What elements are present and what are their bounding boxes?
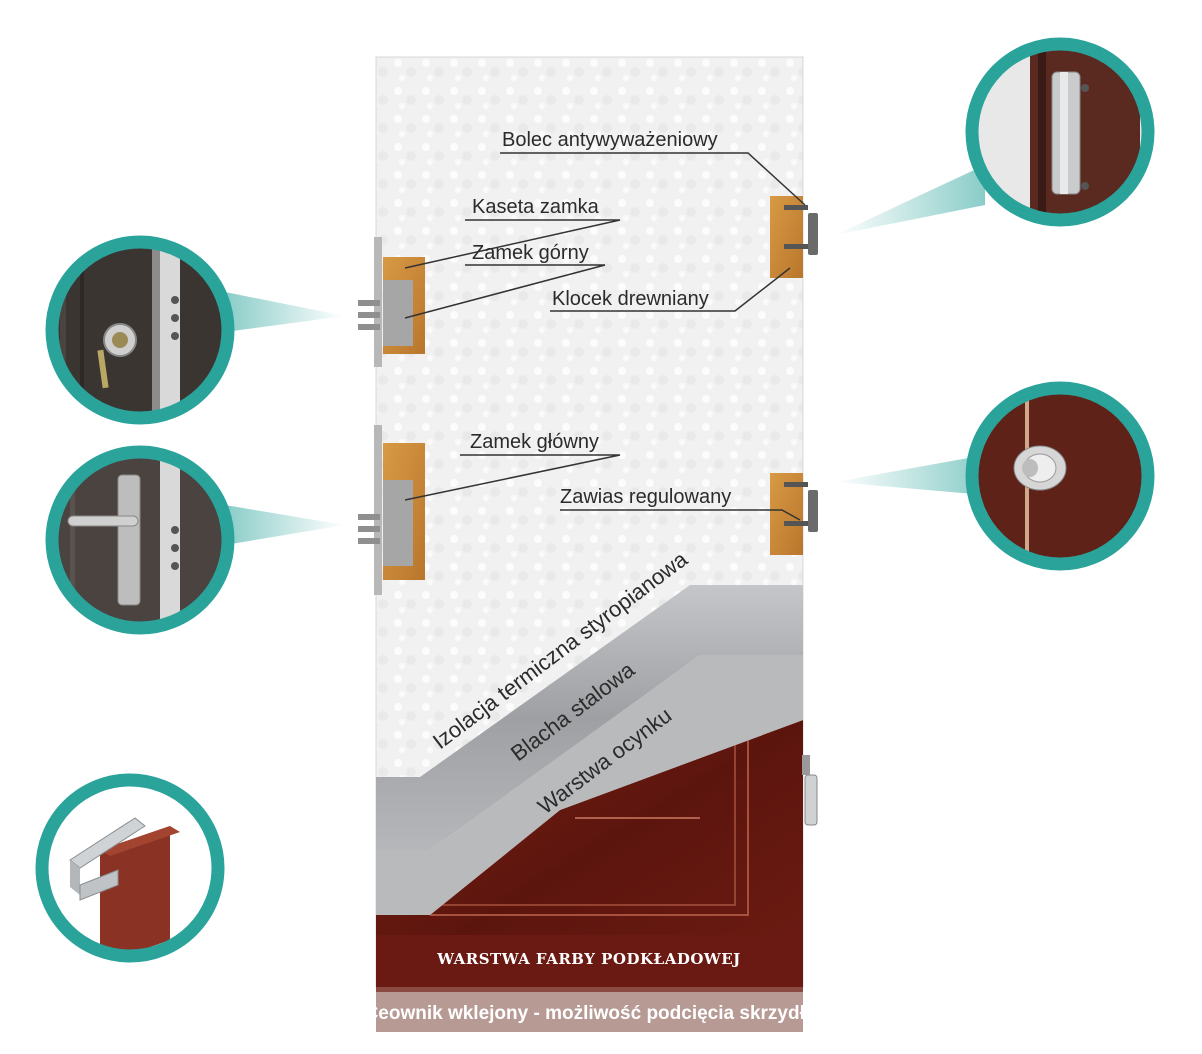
label-bolec: Bolec antywyważeniowy — [502, 129, 718, 151]
lower-wood-block — [770, 473, 818, 555]
label-kaseta: Kaseta zamka — [472, 196, 600, 218]
wood-veneer-layer — [376, 720, 803, 987]
label-ceownik: Ceownik wklejony - możliwość podcięcia s… — [365, 1003, 816, 1024]
label-farba: WARSTWA FARBY PODKŁADOWEJ — [436, 950, 741, 968]
zinc-layer — [376, 655, 803, 915]
channel-band — [376, 992, 803, 1032]
steel-frame-profile-icon — [35, 773, 225, 963]
steel-sheet-layer — [376, 585, 803, 850]
door-handle-icon — [45, 445, 235, 635]
cylinder-lock-icon — [45, 235, 235, 425]
door-panel — [375, 56, 818, 1032]
label-zamek-gorny: Zamek górny — [472, 242, 589, 264]
main-lock-assembly — [358, 425, 425, 595]
beam-handle — [225, 505, 345, 545]
beam-lock — [225, 292, 345, 332]
upper-lock-assembly — [358, 237, 425, 367]
upper-wood-block — [770, 196, 818, 278]
label-zawias: Zawias regulowany — [560, 486, 731, 508]
label-klocek: Klocek drewniany — [552, 288, 709, 310]
beam-pin — [835, 165, 985, 235]
adjustable-hinge-icon — [965, 381, 1155, 571]
beam-hinge — [835, 455, 985, 495]
primer-band — [376, 935, 803, 987]
anti-burglary-pin-icon — [965, 37, 1155, 227]
leader-lines — [404, 152, 806, 521]
label-zamek-glowny: Zamek główny — [470, 431, 599, 453]
